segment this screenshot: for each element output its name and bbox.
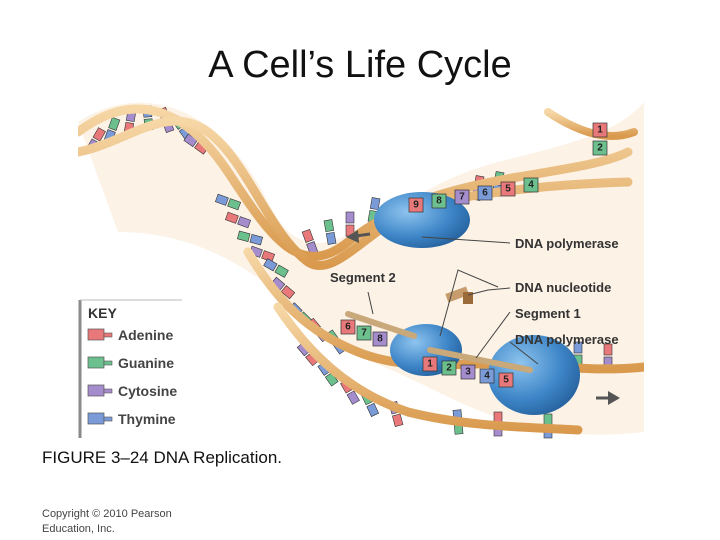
segment-1-nucleotide: 2: [441, 360, 457, 376]
key-label: Cytosine: [118, 383, 177, 399]
key-item-cytosine: Cytosine: [87, 383, 177, 399]
slide-title: A Cell’s Life Cycle: [208, 44, 512, 86]
lagging-strand-backbone: [273, 302, 583, 435]
key-swatch: [87, 356, 105, 369]
segment-1-nucleotide: 3: [460, 364, 476, 380]
direction-arrow-top: [346, 230, 371, 243]
top-right-nucleotide: 1: [592, 122, 608, 138]
segment-1-number: 2: [446, 363, 452, 374]
top-right-nucleotide: 2: [592, 140, 608, 156]
segment-2-nucleotide: 7: [356, 325, 372, 341]
segment-2-bar: [345, 311, 417, 339]
top-right-backbone: [544, 108, 638, 140]
key-item-adenine: Adenine: [87, 327, 173, 343]
segment-1-number: 3: [465, 367, 471, 378]
top-strand-nucleotide: 6: [477, 185, 493, 201]
top-strand-nucleotide: 4: [523, 177, 539, 193]
label-dna-polymerase-top: DNA polymerase: [515, 236, 619, 251]
top-strand-number: 6: [482, 188, 488, 199]
direction-arrow-bottom: [596, 391, 620, 405]
figure-caption: FIGURE 3–24 DNA Replication.: [42, 448, 282, 467]
top-strand-number: 5: [505, 184, 511, 195]
top-strand-number: 9: [413, 200, 419, 211]
label-segment-1: Segment 1: [515, 306, 581, 321]
key-item-guanine: Guanine: [87, 355, 174, 371]
top-strand-number: 8: [436, 196, 442, 207]
key-item-thymine: Thymine: [87, 411, 176, 427]
label-dna-polymerase-bottom: DNA polymerase: [515, 332, 619, 347]
key-label: Thymine: [118, 411, 176, 427]
segment-1-bar: [427, 347, 533, 373]
key-swatch: [87, 384, 105, 397]
segment-2-nucleotide: 8: [372, 331, 388, 347]
key-label: Guanine: [118, 355, 174, 371]
top-strand-nucleotide: 8: [431, 193, 447, 209]
label-dna-nucleotide: DNA nucleotide: [515, 280, 611, 295]
segment-2-number: 7: [361, 328, 367, 339]
top-strand-nucleotide: 9: [408, 197, 424, 213]
base-pair-rung: [270, 276, 296, 300]
segment-2-number: 8: [377, 334, 383, 345]
free-nucleotide: [445, 286, 473, 304]
base-pair-rung: [237, 230, 263, 246]
base-pair-rung: [263, 258, 289, 278]
label-segment-2: Segment 2: [330, 270, 396, 285]
base-pair-rung: [367, 197, 381, 223]
key-swatch: [87, 412, 105, 425]
segment-2-nucleotide: 6: [340, 319, 356, 335]
label-leader-lines: [367, 236, 539, 365]
parent-backbone-2: [78, 116, 633, 270]
copyright-line-1: Copyright © 2010 Pearson: [42, 508, 172, 520]
base-pair-rung: [323, 219, 337, 245]
base-pair-rung: [301, 228, 319, 256]
segment-1-nucleotide: 1: [422, 356, 438, 372]
segment-1-number: 1: [427, 359, 433, 370]
base-pair-rung: [183, 133, 209, 155]
segment-2-number: 6: [345, 322, 351, 333]
key-label: Adenine: [118, 327, 173, 343]
top-right-number: 2: [597, 143, 603, 154]
top-right-number: 1: [597, 125, 603, 136]
base-pair-rung: [345, 211, 355, 237]
segment-1-number: 5: [503, 375, 509, 386]
base-pair-rung: [214, 193, 242, 211]
key-title: KEY: [88, 305, 117, 321]
top-strand-number: 4: [528, 180, 534, 191]
segment-1-number: 4: [484, 371, 490, 382]
top-strand-nucleotide: 5: [500, 181, 516, 197]
dna-polymerase-bottom-blob: [488, 335, 580, 415]
top-strand-number: 7: [459, 192, 465, 203]
copyright-line-2: Education, Inc.: [42, 523, 115, 535]
segment-1-nucleotide: 4: [479, 368, 495, 384]
copyright: Copyright © 2010 Pearson Education, Inc.: [42, 507, 192, 537]
top-strand-nucleotide: 7: [454, 189, 470, 205]
key-swatch: [87, 328, 105, 341]
base-pair-rung: [224, 211, 252, 229]
segment-1-nucleotide: 5: [498, 372, 514, 388]
